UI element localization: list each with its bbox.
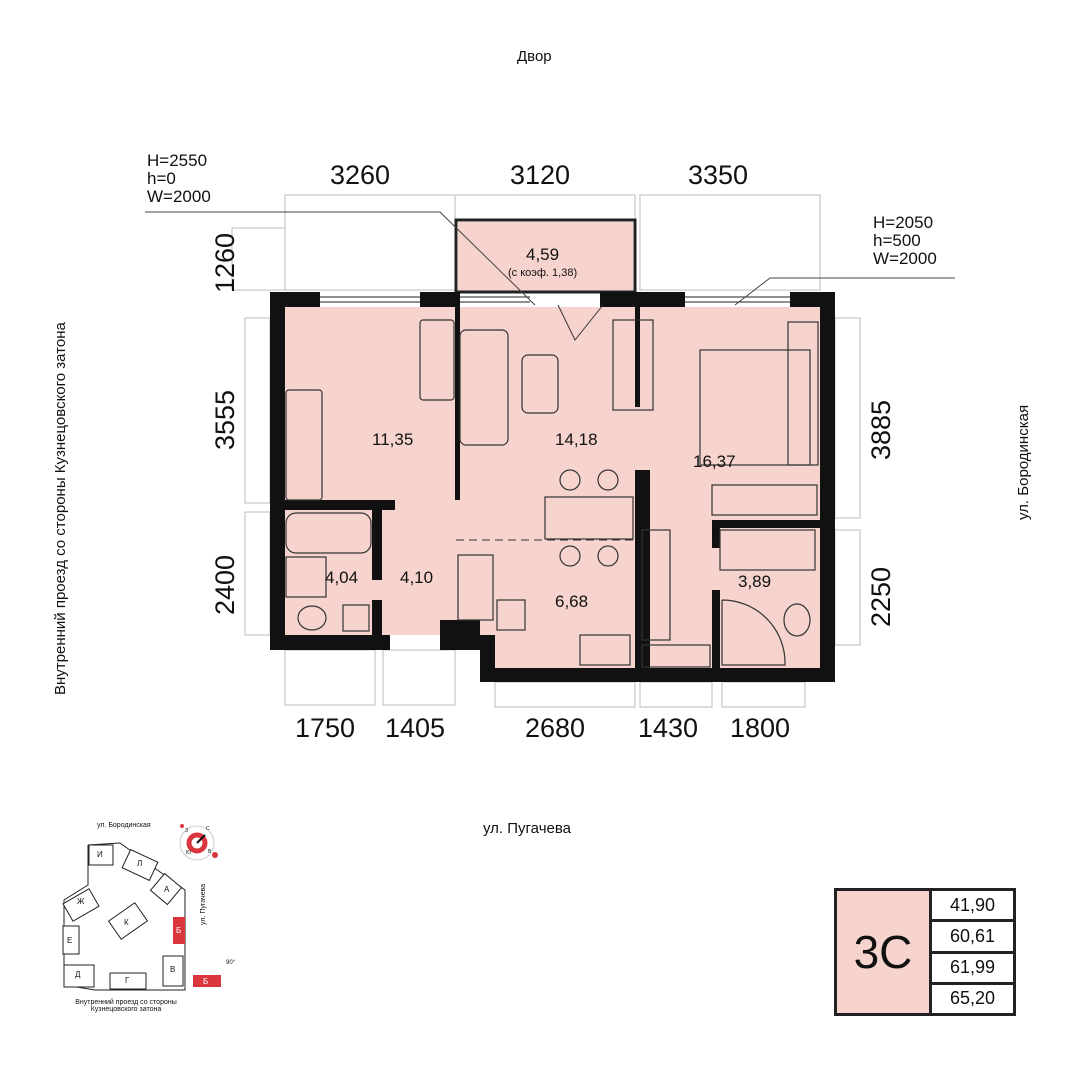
highlight-label: Б	[203, 977, 209, 986]
dim-bottom-5: 1800	[730, 713, 791, 743]
area-value: 60,61	[932, 922, 1013, 954]
balcony-outline	[454, 218, 637, 294]
building-i: И	[97, 850, 103, 859]
label-bottom-street: ул. Пугачева	[483, 820, 571, 837]
building-v: В	[170, 965, 176, 974]
area-value: 41,90	[932, 891, 1013, 923]
dimension-guides	[231, 194, 861, 708]
balcony-door	[557, 304, 604, 341]
dim-top-1: 3260	[330, 160, 391, 190]
minimap-right-street: ул. Пугачева	[200, 883, 207, 925]
room-bath2-area: 3,89	[738, 572, 772, 591]
dim-bottom-1: 1750	[295, 713, 356, 743]
minimap-top-street: ул. Бородинская	[97, 822, 151, 829]
building-l: Л	[137, 859, 143, 868]
apartment-type: 3С	[837, 891, 932, 1013]
furniture	[285, 319, 819, 668]
windows	[320, 296, 790, 303]
dim-top-2: 3120	[510, 160, 571, 190]
compass-w: З	[185, 828, 189, 834]
room-bedroom1-area: 11,35	[372, 430, 414, 449]
rotation-label: 90°	[226, 960, 236, 966]
building-g: Г	[125, 976, 130, 985]
dim-top-3: 3350	[688, 160, 749, 190]
compass-n: С	[206, 826, 210, 832]
building-zh: Ж	[77, 897, 85, 906]
highlighted-building-legend	[193, 975, 221, 987]
building-d: Д	[75, 970, 81, 979]
area-value: 65,20	[949, 988, 996, 1009]
building-b: Б	[176, 926, 182, 935]
compass-e: В	[208, 849, 212, 855]
room-bath1-area: 4,04	[325, 568, 359, 587]
walls	[270, 292, 835, 682]
compass-s: Ю	[186, 850, 192, 856]
building-a: А	[164, 885, 170, 894]
highlighted-building	[173, 917, 185, 944]
dim-bottom-2: 1405	[385, 713, 446, 743]
label-top-yard: Двор	[517, 48, 552, 65]
dim-bottom-3: 2680	[525, 713, 586, 743]
room-hall-area: 4,10	[400, 568, 434, 587]
room-balcony-note: (с коэф. 1,38)	[508, 267, 578, 279]
room-balcony-area: 4,59	[526, 245, 560, 264]
apartment-legend: 3С 41,90 60,61 61,99 65,20	[834, 888, 1016, 1016]
room-living-area: 14,18	[555, 430, 598, 449]
area-value: 61,99	[932, 954, 1013, 985]
dim-bottom-4: 1430	[638, 713, 699, 743]
building-e: Е	[67, 936, 73, 945]
building-k: К	[124, 918, 129, 927]
area-list: 41,90 60,61 61,99 65,20	[932, 891, 1013, 1013]
room-kitchen-area: 6,68	[555, 592, 589, 611]
room-bedroom2-area: 16,37	[693, 452, 736, 471]
leader-lines	[145, 211, 955, 306]
